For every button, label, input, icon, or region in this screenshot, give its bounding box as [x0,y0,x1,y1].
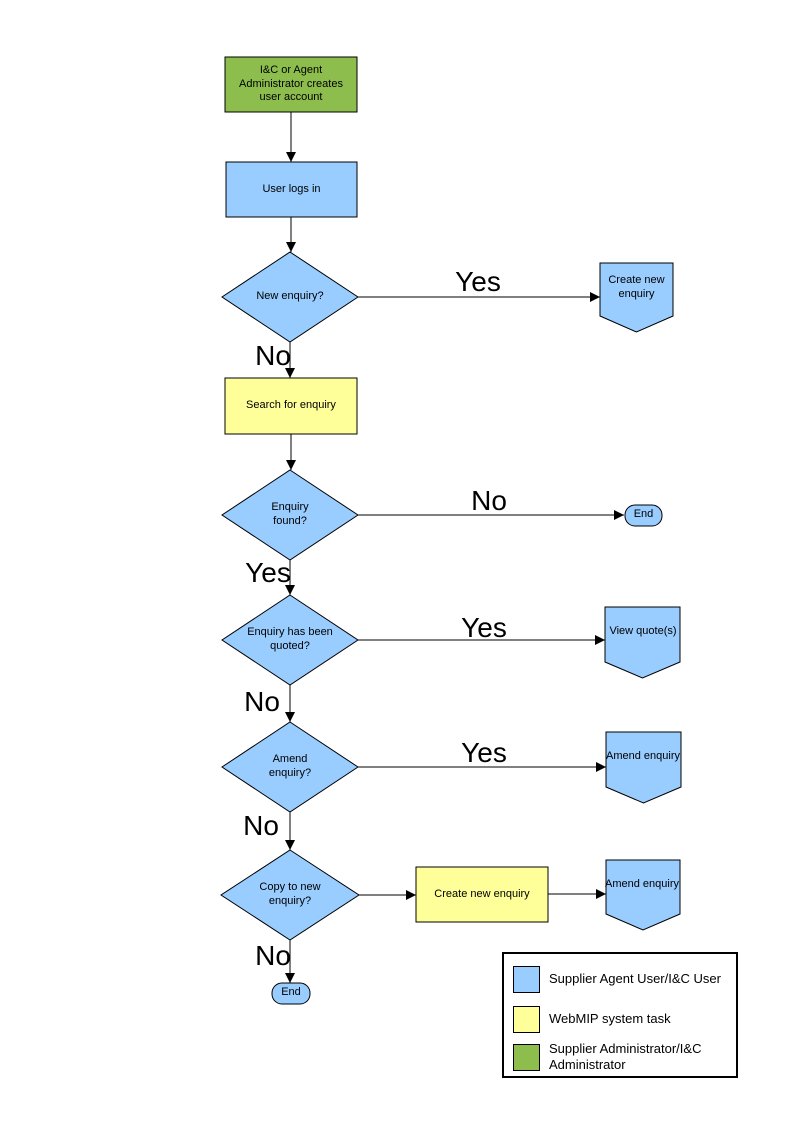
node-create-new-enquiry-bottom-label: Create new enquiry [434,887,530,900]
edge-label-enquiry-found-yes: Yes [245,557,291,588]
edge-label-enquiry-quoted-yes: Yes [461,612,507,643]
edge-label-new-enquiry-no: No [255,340,291,371]
edge-label-enquiry-found-no: No [471,485,507,516]
node-copy-to-new-label: Copy to new enquiry? [259,881,321,907]
node-enquiry-found-decision-shape [221,469,359,561]
node-user-logs-in-shape [225,161,358,218]
node-end-right-label: End [633,508,654,521]
edge-label-amend-enquiry-yes: Yes [461,737,507,768]
legend-swatch-admin [513,1043,540,1071]
node-enquiry-found-label: Enquiry found? [271,501,309,527]
node-enquiry-quoted-decision-shape [221,594,359,686]
node-amend-enquiry-right-shape [605,731,682,804]
edge-label-amend-enquiry-no: No [243,810,279,841]
node-user-logs-in-label: User logs in [262,182,321,195]
node-create-account-shape [224,56,358,113]
node-create-new-enquiry-bottom-shape [415,866,549,923]
legend: Supplier Agent User/I&C User WebMIP syst… [502,952,738,1078]
node-end-right-shape [624,504,663,527]
legend-swatch-user [513,966,540,993]
node-search-for-enquiry-shape [224,377,358,435]
node-amend-enquiry-bottom-shape [605,859,681,931]
node-create-new-enquiry-top-label: Create new enquiry [608,274,665,300]
node-amend-enquiry-right-label: Amend enquiry [606,750,680,763]
legend-item-admin: Supplier Administrator/I&C Administrator [513,1041,729,1074]
legend-item-user: Supplier Agent User/I&C User [513,966,729,993]
legend-label-user: Supplier Agent User/I&C User [549,971,721,987]
edge-label-enquiry-quoted-no: No [244,686,280,717]
node-new-enquiry-decision-shape [221,251,359,343]
edge-label-new-enquiry-yes: Yes [455,266,501,297]
node-amend-enquiry-question-label: Amend enquiry? [268,753,312,779]
node-end-bottom-label: End [281,986,301,999]
node-amend-enquiry-decision-shape [221,721,359,813]
legend-label-system: WebMIP system task [549,1011,671,1027]
edge-label-copy-to-new-no: No [255,940,291,971]
node-create-new-enquiry-top-shape [599,262,674,333]
node-copy-to-new-decision-shape [220,849,360,941]
node-search-for-enquiry-label: Search for enquiry [246,399,336,412]
node-view-quotes-label: View quote(s) [609,625,677,638]
node-view-quotes-shape [604,606,681,679]
node-create-account-label: I&C or Agent Administrator creates user … [239,63,343,104]
node-enquiry-quoted-label: Enquiry has been quoted? [247,626,333,652]
legend-swatch-system [513,1006,540,1033]
node-new-enquiry-label: New enquiry? [256,290,324,303]
legend-item-system: WebMIP system task [513,1006,729,1033]
node-amend-enquiry-bottom-label: Amend enquiry [605,878,679,891]
legend-label-admin: Supplier Administrator/I&C Administrator [549,1041,702,1073]
node-end-bottom-shape [271,982,311,1005]
